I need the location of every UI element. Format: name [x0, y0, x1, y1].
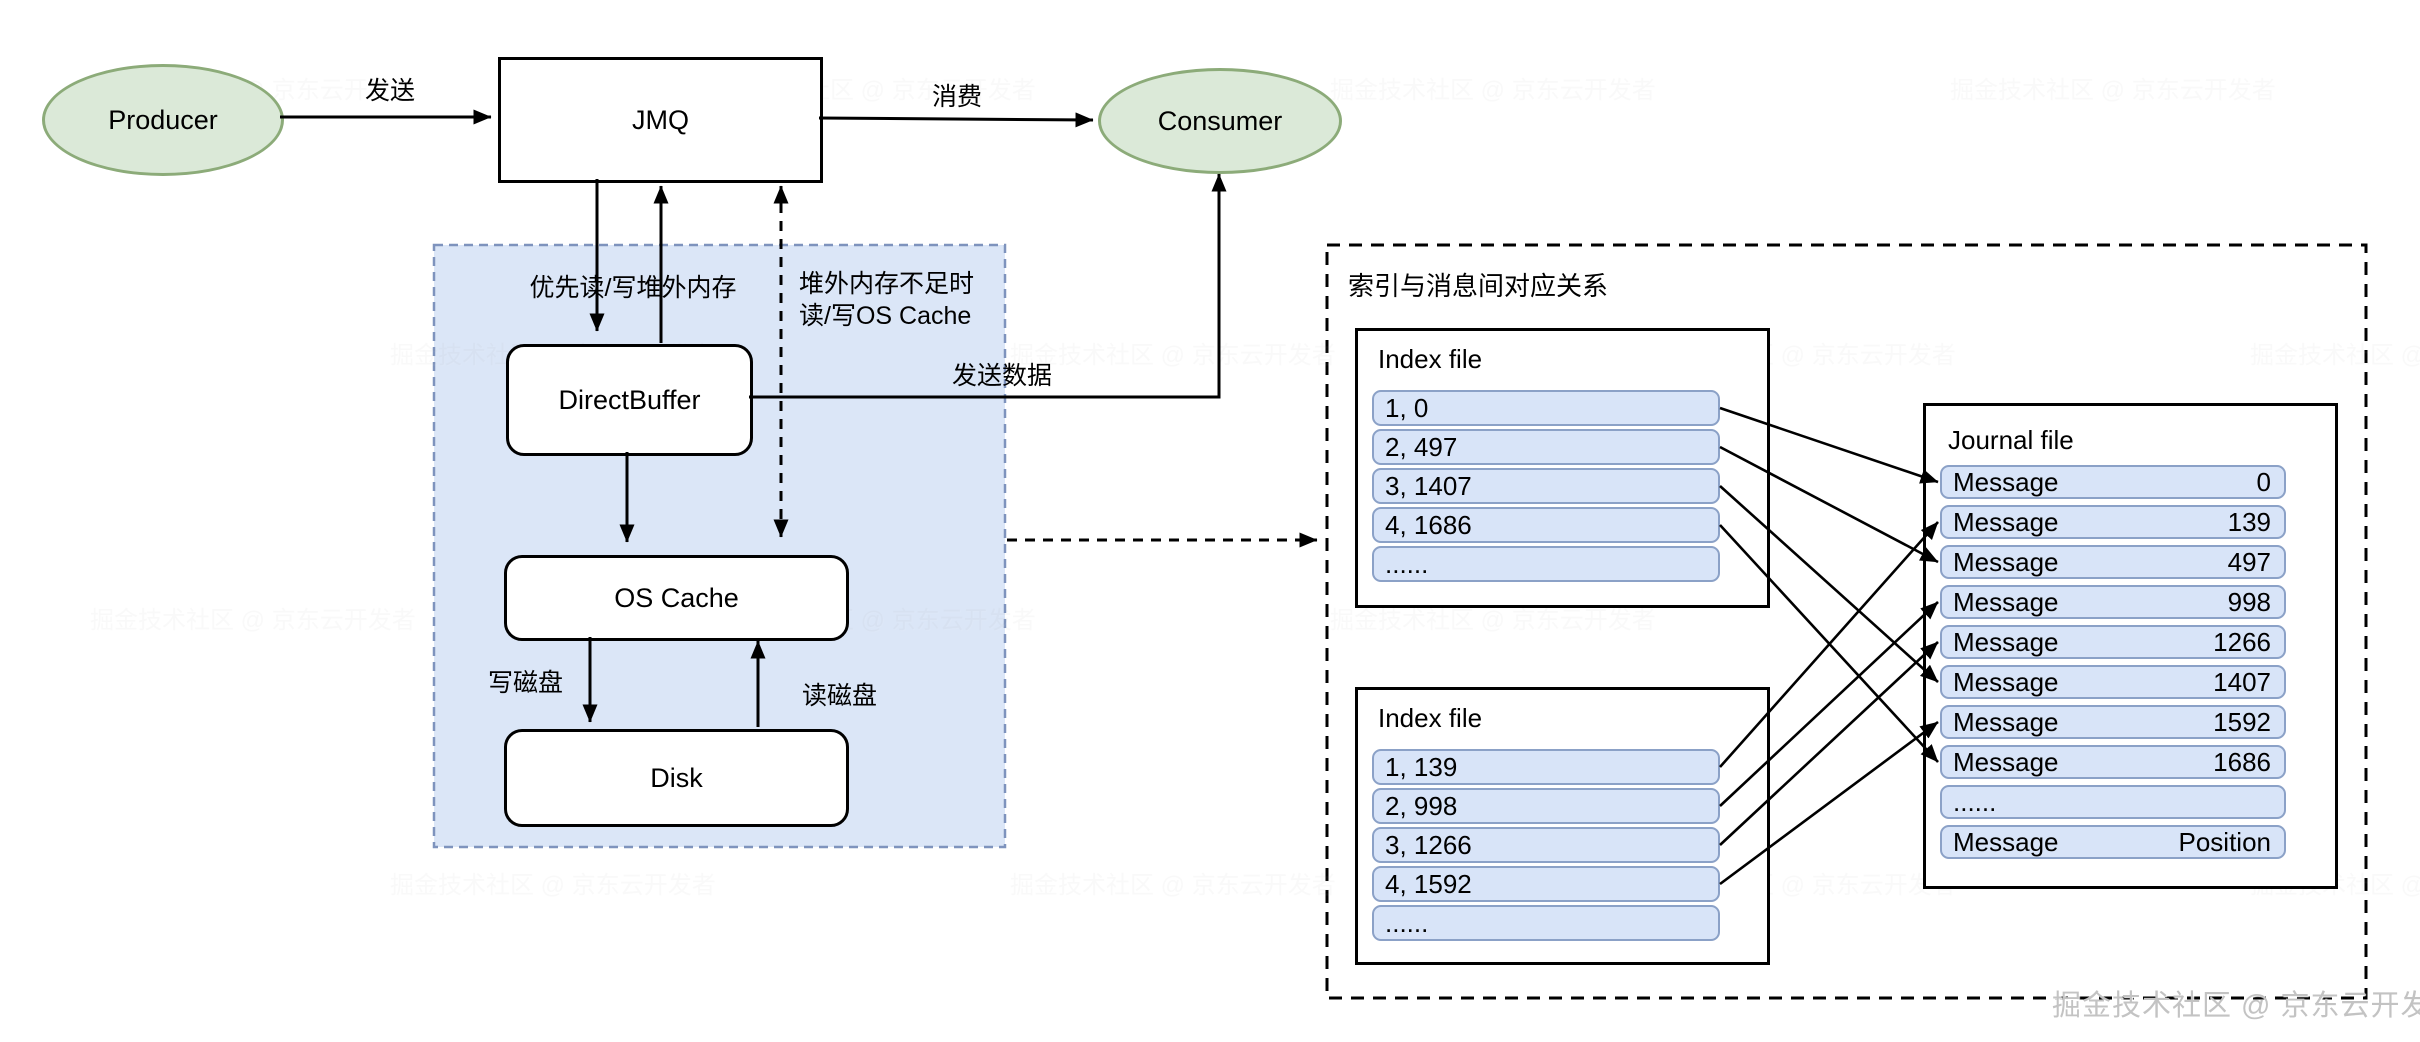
- index-mapping-panel-title: 索引与消息间对应关系: [1348, 271, 1609, 301]
- journal-row-position: 497: [2227, 547, 2271, 577]
- journal-row-label: Message: [1953, 627, 2059, 657]
- offheap-insufficient-line2: 读/写OS Cache: [799, 302, 972, 330]
- index-entry-row: 4, 1592: [1372, 866, 1720, 902]
- index-entry-row: 1, 139: [1372, 749, 1720, 785]
- journal-row-label: Message: [1953, 667, 2059, 697]
- producer-node: Producer: [42, 64, 284, 176]
- journal-message-row: ......: [1940, 785, 2286, 819]
- index-entry-row: 4, 1686: [1372, 507, 1720, 543]
- journal-message-row: Message 0: [1940, 465, 2286, 499]
- disk-label: Disk: [650, 762, 703, 793]
- journal-message-row: Message 1407: [1940, 665, 2286, 699]
- journal-row-label: Message: [1953, 507, 2059, 537]
- journal-file-title: Journal file: [1948, 425, 2074, 455]
- index-entry-row: 3, 1266: [1372, 827, 1720, 863]
- read-disk-edge-label: 读磁盘: [802, 682, 878, 710]
- disk-node: Disk: [504, 729, 849, 827]
- journal-row-label: ......: [1953, 787, 1997, 817]
- index-entry-row: ......: [1372, 546, 1720, 582]
- direct-buffer-label: DirectBuffer: [558, 384, 701, 415]
- site-watermark: 掘金技术社区 @ 京东云开发者: [2052, 990, 2420, 1022]
- consume-edge-label: 消费: [931, 83, 982, 111]
- journal-row-position: Position: [2178, 827, 2272, 857]
- offheap-insufficient-line1: 堆外内存不足时: [799, 270, 975, 298]
- journal-row-position: 1407: [2213, 667, 2271, 697]
- jmq-node: JMQ: [498, 57, 823, 183]
- index-entry-row: 3, 1407: [1372, 468, 1720, 504]
- index-entry-row: 1, 0: [1372, 390, 1720, 426]
- journal-message-row: Message Position: [1940, 825, 2286, 859]
- journal-row-label: Message: [1953, 827, 2059, 857]
- index-file-title: Index file: [1378, 703, 1483, 733]
- journal-message-row: Message 139: [1940, 505, 2286, 539]
- write-disk-edge-label: 写磁盘: [488, 669, 564, 697]
- journal-message-row: Message 998: [1940, 585, 2286, 619]
- journal-row-position: 998: [2227, 587, 2271, 617]
- journal-message-row: Message 1686: [1940, 745, 2286, 779]
- index-file-title: Index file: [1378, 344, 1483, 374]
- consumer-node: Consumer: [1098, 68, 1342, 174]
- index-entry-row: 2, 998: [1372, 788, 1720, 824]
- index-entry-row: ......: [1372, 905, 1720, 941]
- consumer-label: Consumer: [1157, 105, 1283, 136]
- journal-row-position: 1592: [2213, 707, 2271, 737]
- journal-message-row: Message 1266: [1940, 625, 2286, 659]
- send-data-edge-label: 发送数据: [952, 362, 1053, 390]
- offheap-insufficient-label: 堆外内存不足时 读/写OS Cache: [799, 268, 974, 332]
- journal-row-label: Message: [1953, 707, 2059, 737]
- journal-row-label: Message: [1953, 747, 2059, 777]
- jmq-label: JMQ: [632, 104, 689, 135]
- journal-row-position: 1686: [2213, 747, 2271, 777]
- os-cache-label: OS Cache: [614, 582, 739, 613]
- journal-message-row: Message 1592: [1940, 705, 2286, 739]
- direct-buffer-node: DirectBuffer: [506, 344, 753, 456]
- os-cache-node: OS Cache: [504, 555, 849, 641]
- producer-label: Producer: [108, 104, 218, 135]
- prefer-offheap-label: 优先读/写堆外内存: [529, 274, 737, 302]
- index-entry-row: 2, 497: [1372, 429, 1720, 465]
- journal-row-label: Message: [1953, 467, 2059, 497]
- journal-row-label: Message: [1953, 587, 2059, 617]
- index-mapping-panel-border: [1325, 243, 2368, 1000]
- journal-message-row: Message 497: [1940, 545, 2286, 579]
- journal-row-position: 0: [2256, 467, 2271, 497]
- journal-row-position: 1266: [2213, 627, 2271, 657]
- send-edge-label: 发送: [364, 77, 415, 105]
- journal-row-label: Message: [1953, 547, 2059, 577]
- journal-row-position: 139: [2227, 507, 2271, 537]
